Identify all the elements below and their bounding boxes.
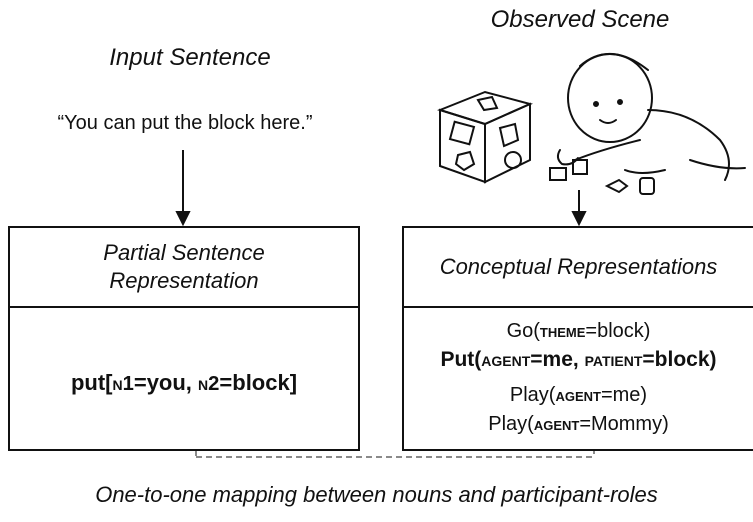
partial-box-header: Partial Sentence Representation [10,228,358,308]
role: patient [584,350,643,371]
value: =block) [642,348,717,371]
value: =me) [600,384,648,406]
conceptual-line-put: Put(agent=me, patient=block) [404,348,753,372]
role: theme [539,320,586,341]
role: agent [533,413,580,434]
pred: Go( [506,320,540,342]
pred: Put( [440,348,482,371]
pred: Play( [488,413,534,435]
conceptual-line-go: Go(theme=block) [404,320,753,343]
formula-val1: =you, [133,370,199,395]
partial-title-line1: Partial Sentence [103,240,265,265]
arrow-input-to-partial [175,150,191,227]
role: agent [481,350,531,371]
partial-title-line2: Representation [109,268,259,293]
formula-val2: =block] [219,370,298,395]
partial-sentence-box: Partial Sentence Representation put[n1=y… [8,226,360,451]
value: =Mommy) [579,413,669,435]
input-sentence-heading: Input Sentence [109,44,271,71]
pred: Play( [509,384,556,406]
shape-sorter-illustration [437,90,533,184]
role: agent [555,384,601,405]
observed-scene-heading: Observed Scene [490,6,670,33]
baby-illustration [556,53,746,181]
conceptual-line-play-mommy: Play(agent=Mommy) [404,413,753,436]
mapping-caption: One-to-one mapping between nouns and par… [95,482,658,507]
arrow-scene-to-conceptual [571,190,587,227]
formula-role-n2: n2 [198,373,220,395]
value: =block) [585,320,651,342]
conceptual-box: Conceptual Representations Go(theme=bloc… [402,226,753,451]
input-sentence-text: “You can put the block here.” [57,112,313,134]
block-icons [549,159,655,195]
conceptual-box-header: Conceptual Representations [404,228,753,308]
conceptual-line-play-me: Play(agent=me) [404,384,753,407]
formula-role-n1: n1 [112,373,134,395]
partial-formula: put[n1=you, n2=block] [10,370,358,396]
value: =me, [530,348,585,371]
formula-head: put[ [70,370,113,395]
